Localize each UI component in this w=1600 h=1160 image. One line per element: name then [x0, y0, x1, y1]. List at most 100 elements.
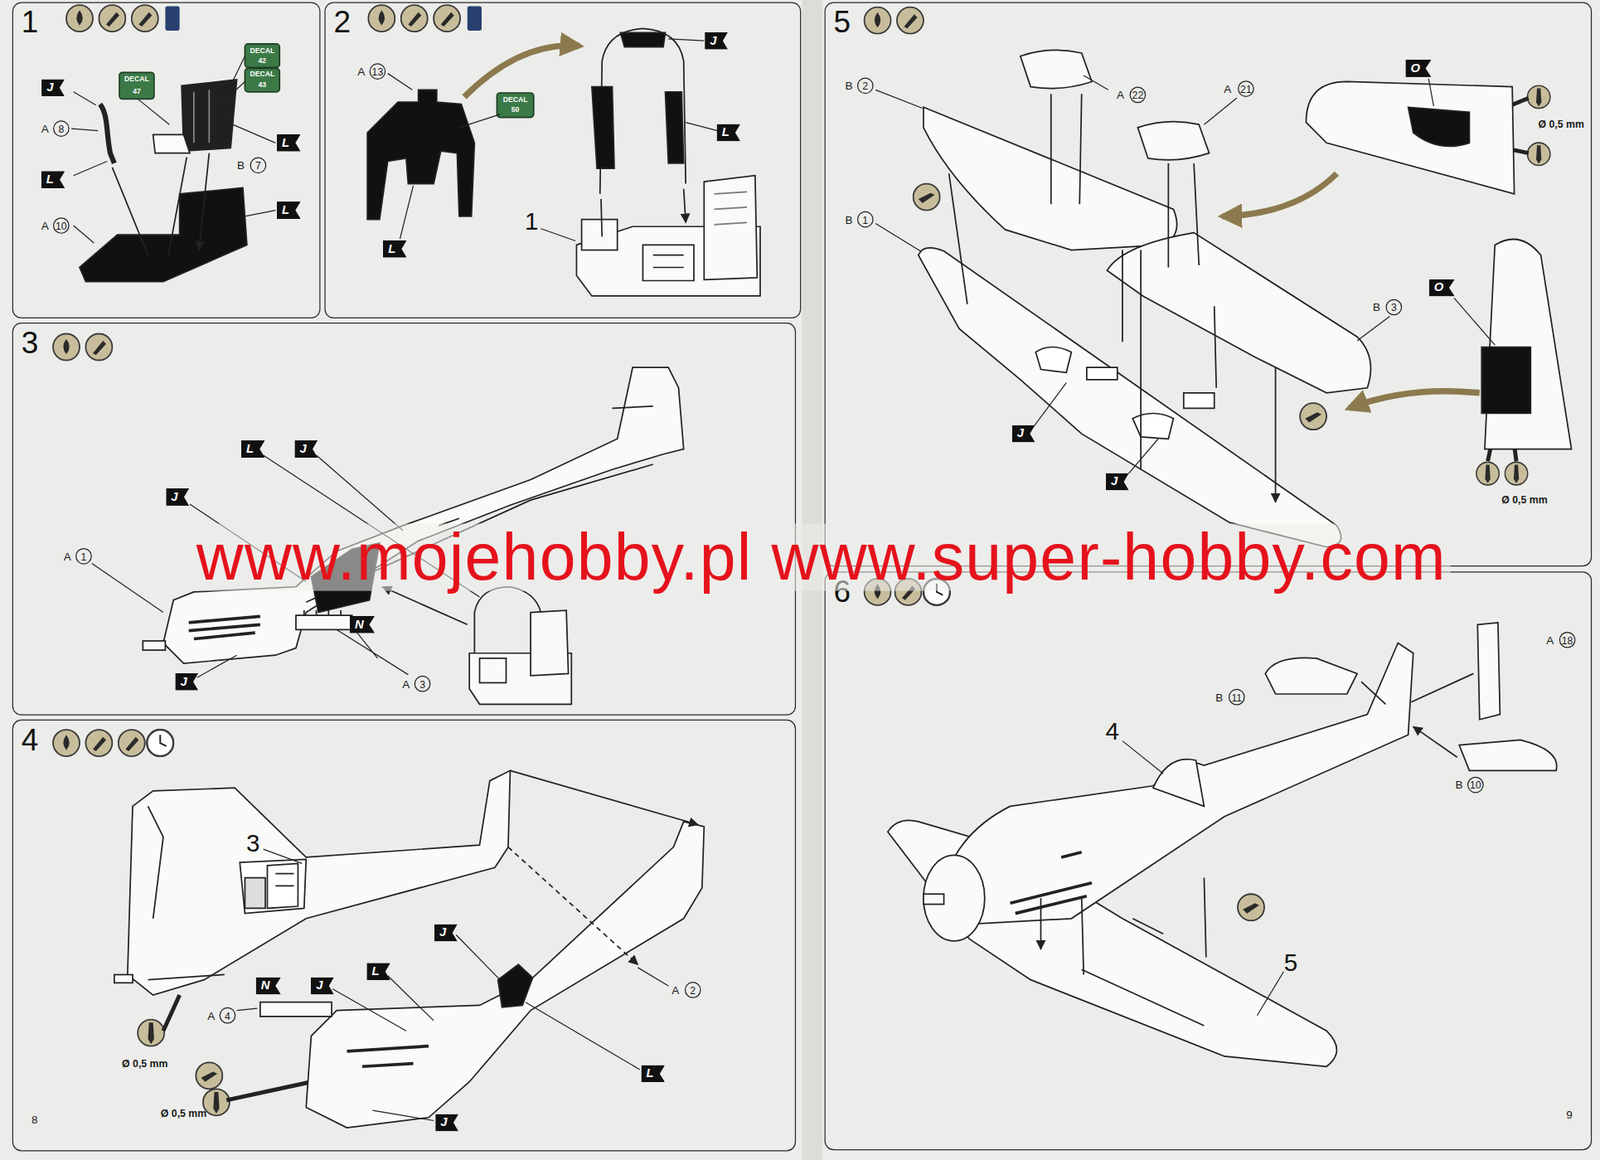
drill-dimension: Ø 0,5 mm	[121, 1057, 168, 1070]
callout-number: 1	[524, 207, 539, 236]
part-letter: B	[237, 159, 245, 172]
paint-flag: N	[349, 615, 375, 634]
step5-parts	[1222, 173, 1338, 217]
step1-parts	[79, 187, 248, 282]
step1-parts	[111, 153, 209, 256]
step2-parts	[591, 87, 615, 169]
step3-parts	[530, 610, 569, 676]
step2-parts	[601, 189, 686, 238]
drill-dimension: Ø 0,5 mm	[160, 1107, 207, 1120]
part-number: 11	[1228, 688, 1246, 706]
glue-markers	[195, 1061, 223, 1089]
step4-parts	[239, 858, 306, 913]
paint-flag: L	[383, 240, 408, 258]
paint-flag: L	[276, 201, 301, 219]
step1-parts	[244, 67, 280, 92]
step6-parts	[923, 893, 945, 904]
paint-flag: J	[704, 32, 728, 50]
step-number: 4	[21, 723, 39, 757]
step3-parts	[480, 658, 507, 684]
callout-number: 3	[246, 828, 260, 857]
decal-tag: DECAL	[124, 75, 150, 84]
paint-flag: L	[716, 124, 741, 142]
step5-parts	[1137, 121, 1209, 160]
decal-tag: DECAL	[249, 47, 275, 56]
step6-parts	[1040, 877, 1206, 975]
step-panel: 4	[12, 719, 796, 1152]
step-number: 2	[333, 5, 351, 39]
part-letter: B	[1455, 778, 1464, 791]
step-panel: 3	[12, 322, 796, 716]
paint-flag: O	[1405, 59, 1431, 78]
step2-parts	[496, 92, 534, 118]
step-icons	[53, 333, 80, 360]
step6-parts	[1477, 622, 1500, 720]
part-letter: A	[207, 1008, 215, 1022]
step5-parts	[1106, 232, 1371, 393]
part-letter: B	[845, 213, 854, 226]
step4-parts	[114, 974, 133, 983]
part-letter: A	[402, 677, 410, 690]
part-letter: B	[845, 79, 854, 93]
paint-flag: J	[165, 488, 190, 506]
step6-parts	[1081, 918, 1205, 1026]
step1-parts	[71, 43, 280, 282]
part-number: 2	[857, 77, 874, 95]
watermark: www.mojehobby.pl www.super-hobby.com	[192, 523, 1451, 591]
drill-markers	[137, 1019, 165, 1047]
step1-parts	[100, 104, 115, 164]
callout-number: 4	[1105, 717, 1119, 746]
step6-parts	[887, 622, 1557, 1067]
step-icons	[467, 5, 482, 31]
drill-markers	[1527, 142, 1550, 165]
decal-tag: 42	[258, 57, 267, 66]
part-letter: A	[1546, 633, 1554, 646]
step3-parts	[142, 640, 165, 650]
step-icons	[53, 729, 80, 757]
decal-tag: DECAL	[503, 96, 529, 105]
glue-markers	[1237, 893, 1265, 921]
step-number: 1	[21, 5, 39, 39]
part-number: 2	[684, 981, 702, 999]
step5-parts	[875, 75, 1495, 474]
paint-flag: J	[310, 977, 335, 995]
paint-flag: L	[41, 170, 66, 189]
step1-parts	[153, 134, 190, 153]
step-number: 5	[833, 5, 852, 39]
step2-parts	[620, 32, 665, 47]
step6-parts	[1153, 759, 1205, 807]
step-icons	[896, 7, 924, 34]
part-number: 13	[369, 63, 387, 80]
step4-parts	[260, 1002, 332, 1017]
step-icons	[66, 4, 93, 32]
drill-dimension: Ø 0,5 mm	[1538, 118, 1585, 131]
part-letter: A	[1223, 82, 1232, 96]
step2-parts	[665, 92, 684, 164]
step5-parts	[875, 49, 1571, 547]
step6-parts	[923, 854, 985, 941]
paint-flag: J	[1012, 425, 1036, 443]
step2-parts	[367, 89, 475, 219]
step2-parts	[642, 244, 694, 281]
step-panel: 5	[824, 1, 1593, 567]
paint-flag: L	[276, 134, 301, 152]
step-icons	[53, 4, 951, 757]
step4-parts	[346, 1046, 428, 1067]
step-icons	[146, 729, 174, 757]
part-letter: A	[671, 984, 679, 997]
paint-flag: N	[256, 977, 282, 995]
step6-parts	[1265, 657, 1358, 694]
step5-parts	[1484, 238, 1572, 449]
step-icons	[433, 4, 461, 32]
drill-markers	[203, 1088, 230, 1116]
part-number: 4	[219, 1007, 237, 1024]
paint-flag: L	[366, 962, 391, 980]
step5-parts	[1020, 49, 1092, 88]
step6-parts	[1010, 852, 1092, 914]
paint-flag: L	[640, 1064, 665, 1082]
step5-parts	[1408, 106, 1470, 146]
decal-tag: 43	[258, 80, 267, 89]
step5-parts	[949, 93, 1276, 502]
step2-parts	[367, 28, 761, 296]
step2-parts	[464, 45, 580, 97]
